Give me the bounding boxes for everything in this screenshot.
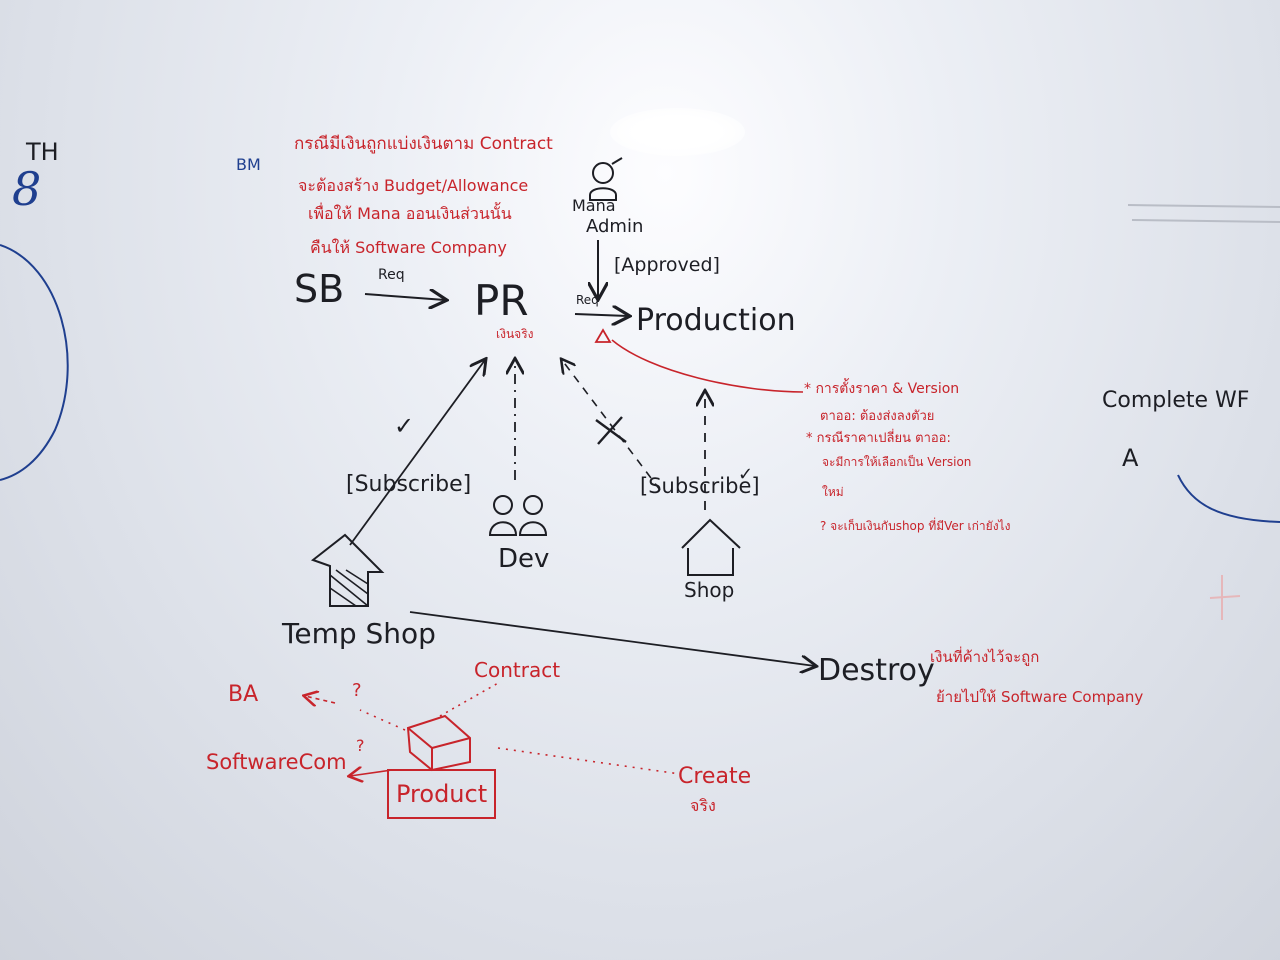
product-label: Product (396, 780, 488, 808)
note-right-line5: ใหม่ (822, 485, 844, 499)
check-icon-right: ✓ (738, 464, 754, 485)
shop-label: Shop (684, 578, 735, 602)
req-label-2: Req (576, 293, 599, 307)
note-top-line3: เพื่อให้ Mana ออนเงินส่วนนั้น (308, 204, 512, 223)
approved-label: [Approved] (614, 254, 720, 276)
question-mark-2: ? (356, 736, 365, 755)
product-box-icon (406, 714, 471, 772)
req-label-1: Req (378, 267, 405, 283)
th-label: TH (26, 138, 59, 166)
note-destroy-line1: เงินที่ค้างไว้จะถูก (930, 648, 1040, 666)
warning-triangle-icon (594, 328, 612, 343)
light-glare (610, 108, 745, 156)
people-icon (488, 495, 548, 536)
admin-label: Admin (586, 216, 644, 237)
mana-label: Mana (572, 196, 616, 215)
note-right-line1: * การตั้งราคา & Version (804, 381, 960, 397)
blue-circle-arc (0, 244, 69, 481)
pr-sublabel: เงินจริง (496, 327, 534, 341)
create-sublabel: จริง (690, 796, 716, 815)
note-right-line4: จะมีการให้เลือกเป็น Version (822, 455, 972, 469)
note-right-line2: ตาออ: ต้องส่งลงตัวย (820, 409, 935, 424)
letter-a: A (1122, 444, 1139, 472)
software-com-label: SoftwareCom (206, 750, 347, 774)
pr-label: PR (474, 276, 529, 325)
cross-mark-icon (595, 416, 627, 445)
production-label: Production (636, 303, 796, 338)
question-mark-1: ? (352, 680, 362, 701)
ba-label: BA (228, 682, 259, 707)
note-destroy-line2: ย้ายไปให้ Software Company (936, 688, 1144, 706)
product-frame (387, 769, 496, 819)
note-top-line1: กรณีมีเงินถูกแบ่งเงินตาม Contract (294, 134, 553, 154)
create-label: Create (678, 764, 752, 789)
temp-shop-label: Temp Shop (282, 617, 436, 650)
subscribe-right-label: [Subscribe] (640, 474, 760, 498)
contract-label: Contract (474, 658, 561, 682)
note-top-line4: คืนให้ Software Company (310, 238, 507, 257)
complete-wf-label: Complete WF (1102, 388, 1250, 413)
destroy-label: Destroy (818, 653, 935, 688)
bm-label: BM (236, 155, 261, 174)
blue-arc-right (1177, 474, 1280, 523)
check-icon-left: ✓ (394, 412, 415, 440)
note-right-line6: ? จะเก็บเงินกับshop ที่มีVer เก่ายังไง (820, 519, 1011, 533)
temp-shop-house-icon (310, 533, 385, 607)
page-number-8: 8 (12, 162, 42, 216)
person-icon (589, 157, 623, 201)
note-right-line3: * กรณีราคาเปลี่ยน ตาออ: (806, 431, 951, 446)
subscribe-left-label: [Subscribe] (346, 472, 472, 497)
sb-label: SB (294, 267, 345, 311)
dev-label: Dev (498, 544, 550, 574)
shop-house-icon (681, 518, 741, 576)
note-top-line2: จะต้องสร้าง Budget/Allowance (298, 176, 529, 195)
